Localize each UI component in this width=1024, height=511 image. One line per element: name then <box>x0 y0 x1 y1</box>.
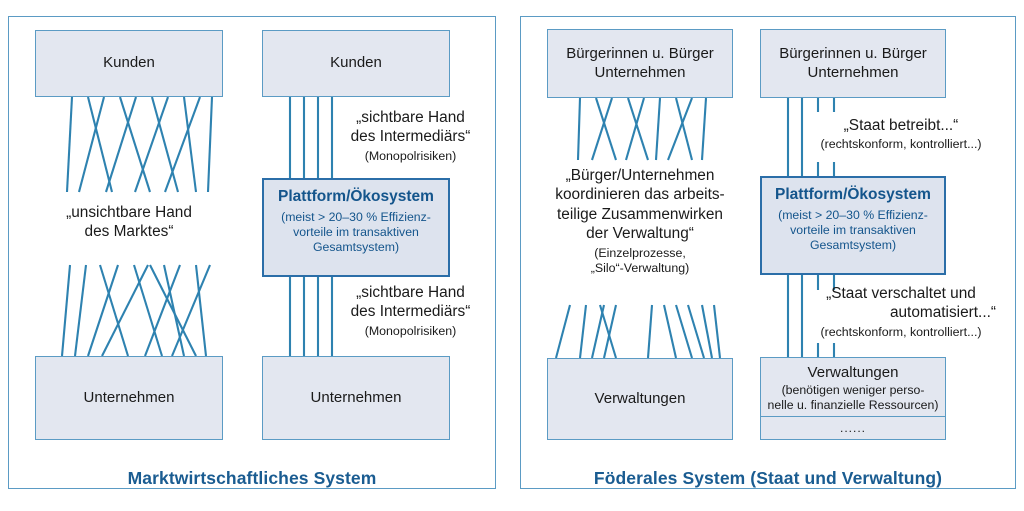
label-note: (Monopolrisiken) <box>364 148 457 163</box>
box-buerger-top-left[interactable]: Bürgerinnen u. Bürger Unternehmen <box>547 29 733 98</box>
platform-title: Plattform/Ökosystem <box>278 188 434 205</box>
label-line-1: „sichtbare Hand <box>356 109 465 126</box>
box-verwaltungen-bottom-right[interactable]: Verwaltungen (benötigen weniger perso- n… <box>760 357 946 440</box>
platform-sub-2: vorteile im transaktiven <box>293 224 419 239</box>
box-unternehmen-bottom-middle[interactable]: Unternehmen <box>262 356 450 440</box>
box-label: Unternehmen <box>83 388 175 406</box>
label-line-1: „unsichtbare Hand <box>66 204 192 221</box>
platform-sub-1: (meist > 20–30 % Effizienz- <box>778 207 928 222</box>
label-line-4: der Verwaltung“ <box>586 225 694 243</box>
label-line-1: „sichtbare Hand <box>356 284 465 301</box>
label-line-2: des Intermediärs“ <box>350 128 471 146</box>
panel-title-federal: Föderales System (Staat und Verwaltung) <box>593 468 943 488</box>
label-line-3: teilige Zusammenwirken <box>557 205 723 223</box>
label-line-2: koordinieren das arbeits- <box>555 186 725 204</box>
panel-title-market: Marktwirtschaftliches System <box>127 468 377 488</box>
label-staat-verschaltet: „Staat verschaltet und automatisiert...“… <box>806 284 996 340</box>
box-kunden-top-middle[interactable]: Kunden <box>262 30 450 97</box>
box-verwaltungen-bottom-left[interactable]: Verwaltungen <box>547 358 733 440</box>
platform-sub-3: Gesamtsystem) <box>312 239 400 254</box>
label-unsichtbare-hand: „unsichtbare Hand des Marktes“ <box>35 203 223 242</box>
label-staat-betreibt: „Staat betreibt...“ (rechtskonform, kont… <box>806 116 996 153</box>
box-unternehmen-bottom-left[interactable]: Unternehmen <box>35 356 223 440</box>
box-label-line-3: nelle u. finanzielle Ressourcen) <box>767 397 939 412</box>
label-note: (rechtskonform, kontrolliert...) <box>820 324 982 339</box>
label-sichtbare-hand-lower: „sichtbare Hand des Intermediärs“ (Monop… <box>338 283 483 339</box>
box-label: Kunden <box>103 54 155 72</box>
label-line-2: des Marktes“ <box>84 223 174 241</box>
box-label: Verwaltungen <box>594 389 686 407</box>
label-sichtbare-hand-upper: „sichtbare Hand des Intermediärs“ (Monop… <box>338 108 483 164</box>
box-buerger-top-right[interactable]: Bürgerinnen u. Bürger Unternehmen <box>760 29 946 98</box>
label-line-2: automatisiert...“ <box>889 304 996 322</box>
box-label-line-1: Verwaltungen <box>807 364 899 381</box>
label-line-1: „Staat betreibt...“ <box>843 117 959 134</box>
box-label-line-1: Bürgerinnen u. Bürger <box>566 44 714 62</box>
box-plattform-oekosystem-left[interactable]: Plattform/Ökosystem (meist > 20–30 % Eff… <box>262 178 450 277</box>
box-label-line-2: (benötigen weniger perso- <box>781 382 925 397</box>
label-line-1: „Staat verschaltet und <box>826 285 976 302</box>
label-note: (Monopolrisiken) <box>364 323 457 338</box>
platform-sub-1: (meist > 20–30 % Effizienz- <box>281 209 431 224</box>
label-note-1: (Einzelprozesse, <box>594 245 686 260</box>
box-kunden-top-left[interactable]: Kunden <box>35 30 223 97</box>
box-label: Unternehmen <box>310 388 402 406</box>
platform-title: Plattform/Ökosystem <box>775 186 931 203</box>
platform-sub-2: vorteile im transaktiven <box>790 222 916 237</box>
box-label-line-2: Unternehmen <box>594 63 686 81</box>
platform-sub-3: Gesamtsystem) <box>809 237 897 252</box>
box-label: Kunden <box>330 54 382 72</box>
label-line-2: des Intermediärs“ <box>350 303 471 321</box>
label-note: (rechtskonform, kontrolliert...) <box>820 137 982 152</box>
box-label-line-1: Bürgerinnen u. Bürger <box>779 44 927 62</box>
label-note-2: „Silo“-Verwaltung) <box>590 261 690 276</box>
box-plattform-oekosystem-right[interactable]: Plattform/Ökosystem (meist > 20–30 % Eff… <box>760 176 946 275</box>
box-dots-row: ...... <box>761 416 945 439</box>
label-line-1: „Bürger/Unternehmen <box>565 167 715 184</box>
box-label-line-2: Unternehmen <box>807 63 899 81</box>
label-buerger-koordinieren: „Bürger/Unternehmen koordinieren das arb… <box>530 166 750 277</box>
